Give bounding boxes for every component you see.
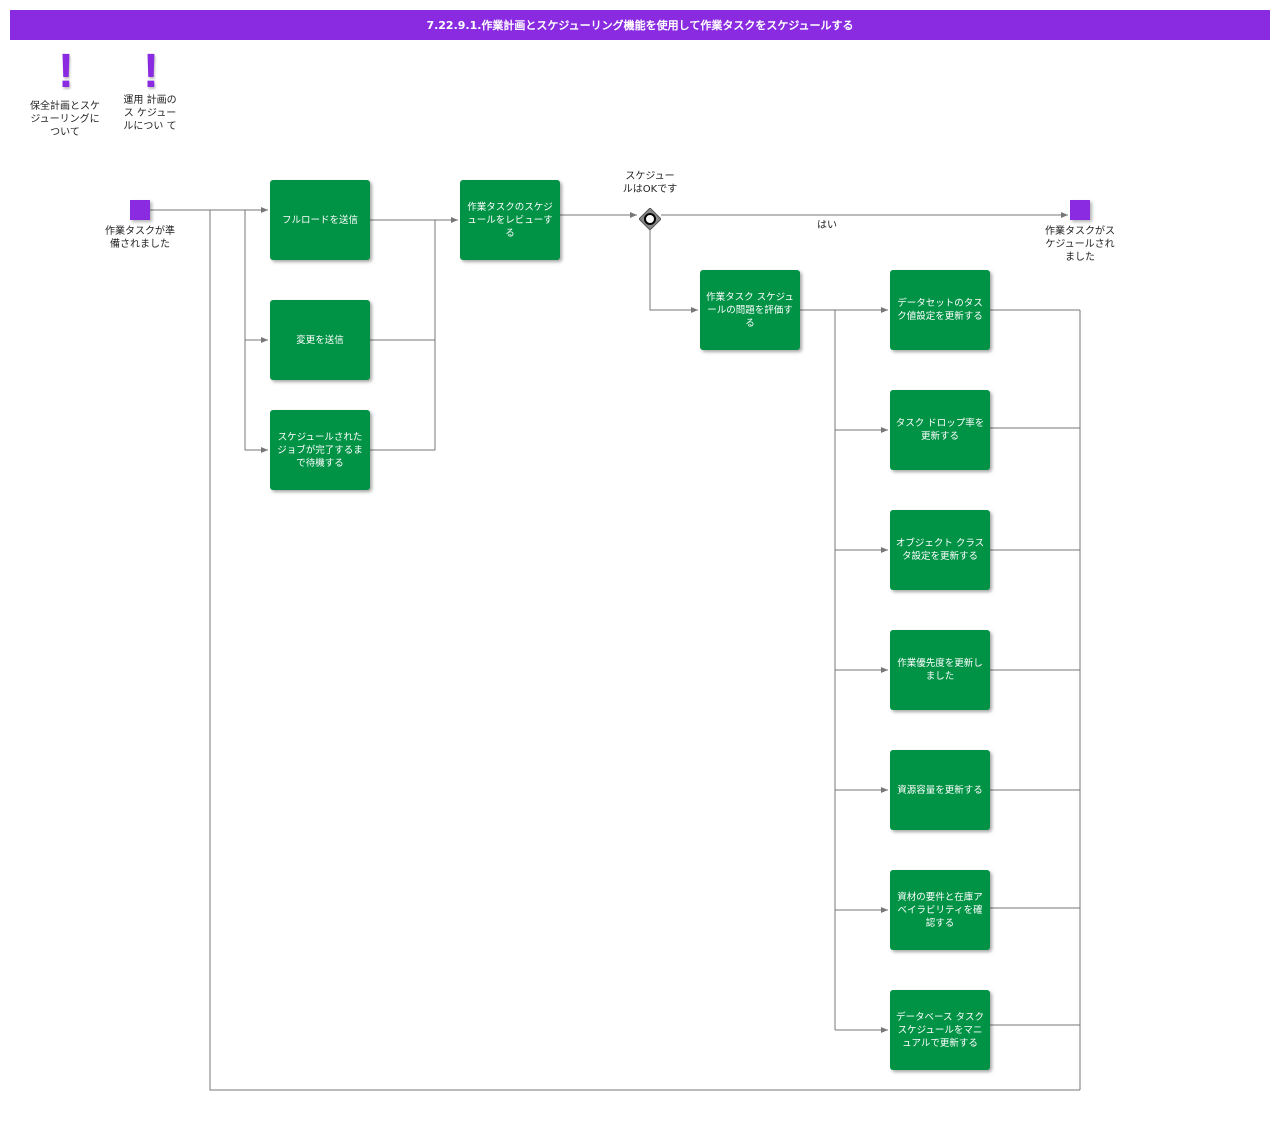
gateway-yes-label: はい [817,220,837,231]
task-label: データセットのタスク値設定を更新する [897,298,983,322]
task-review-schedule[interactable]: 作業タスクのスケジュールをレビューする [460,180,560,260]
task-update-drop-rate[interactable]: タスク ドロップ率を更新する [890,390,990,470]
task-label: 資源容量を更新する [897,784,983,796]
task-label: 作業タスク スケジュールの問題を評価する [706,291,794,329]
exclamation-icon[interactable]: ! [58,45,74,98]
task-label: データベース タスク スケジュールをマニュアルで更新する [895,1011,985,1049]
task-update-db-schedule[interactable]: データベース タスク スケジュールをマニュアルで更新する [890,990,990,1070]
note-label-maintenance: 保全計画とスケジューリングについて [30,101,100,138]
flow-gateway-no-to-evaluate [649,230,698,313]
task-update-capacity[interactable]: 資源容量を更新する [890,750,990,830]
task-label: オブジェクト クラスタ設定を更新する [895,538,985,562]
task-label: 作業優先度を更新しました [897,658,983,682]
start-event[interactable] [130,200,150,220]
flow-wait-to-review [370,340,436,451]
task-label: フルロードを送信 [281,214,358,226]
flow-changes-to-review [370,220,436,341]
gateway-question-label: スケジュールはOKです [622,171,678,195]
end-event-label: 作業タスクがスケジュールされました [1045,226,1115,263]
flow-loop-back [209,210,1080,1091]
task-send-changes[interactable]: 変更を送信 [270,300,370,380]
task-wait-scheduled-jobs[interactable]: スケジュールされたジョブが完了するまで待機する [270,410,370,490]
note-label-operations: 運用 計画のス ケジュー ルについ て [123,95,177,132]
task-label: タスク ドロップ率を更新する [895,418,985,442]
exclusive-gateway[interactable] [639,208,661,230]
task-label: スケジュールされたジョブが完了するまで待機する [277,431,363,469]
task-label: 変更を送信 [296,334,344,346]
diagram-title: 7.22.9.1.作業計画とスケジューリング機能を使用して作業タスクをスケジュー… [426,19,854,32]
task-label: 資材の要件と在庫アベイラビリティを確認する [897,891,983,929]
task-full-load[interactable]: フルロードを送信 [270,180,370,260]
task-label: 作業タスクのスケジュールをレビューする [467,201,553,239]
task-evaluate-issues[interactable]: 作業タスク スケジュールの問題を評価する [700,270,800,350]
diagram-title-bar: 7.22.9.1.作業計画とスケジューリング機能を使用して作業タスクをスケジュー… [10,10,1270,40]
flow-start-to-wait [244,340,268,453]
start-event-label: 作業タスクが準備されました [105,226,175,250]
exclamation-icon[interactable]: ! [143,45,159,98]
task-check-materials[interactable]: 資材の要件と在庫アベイラビリティを確認する [890,870,990,950]
flow-start-to-changes [244,210,268,343]
task-update-priority[interactable]: 作業優先度を更新しました [890,630,990,710]
task-update-dataset[interactable]: データセットのタスク値設定を更新する [890,270,990,350]
end-event[interactable] [1070,200,1090,220]
task-update-object-class[interactable]: オブジェクト クラスタ設定を更新する [890,510,990,590]
